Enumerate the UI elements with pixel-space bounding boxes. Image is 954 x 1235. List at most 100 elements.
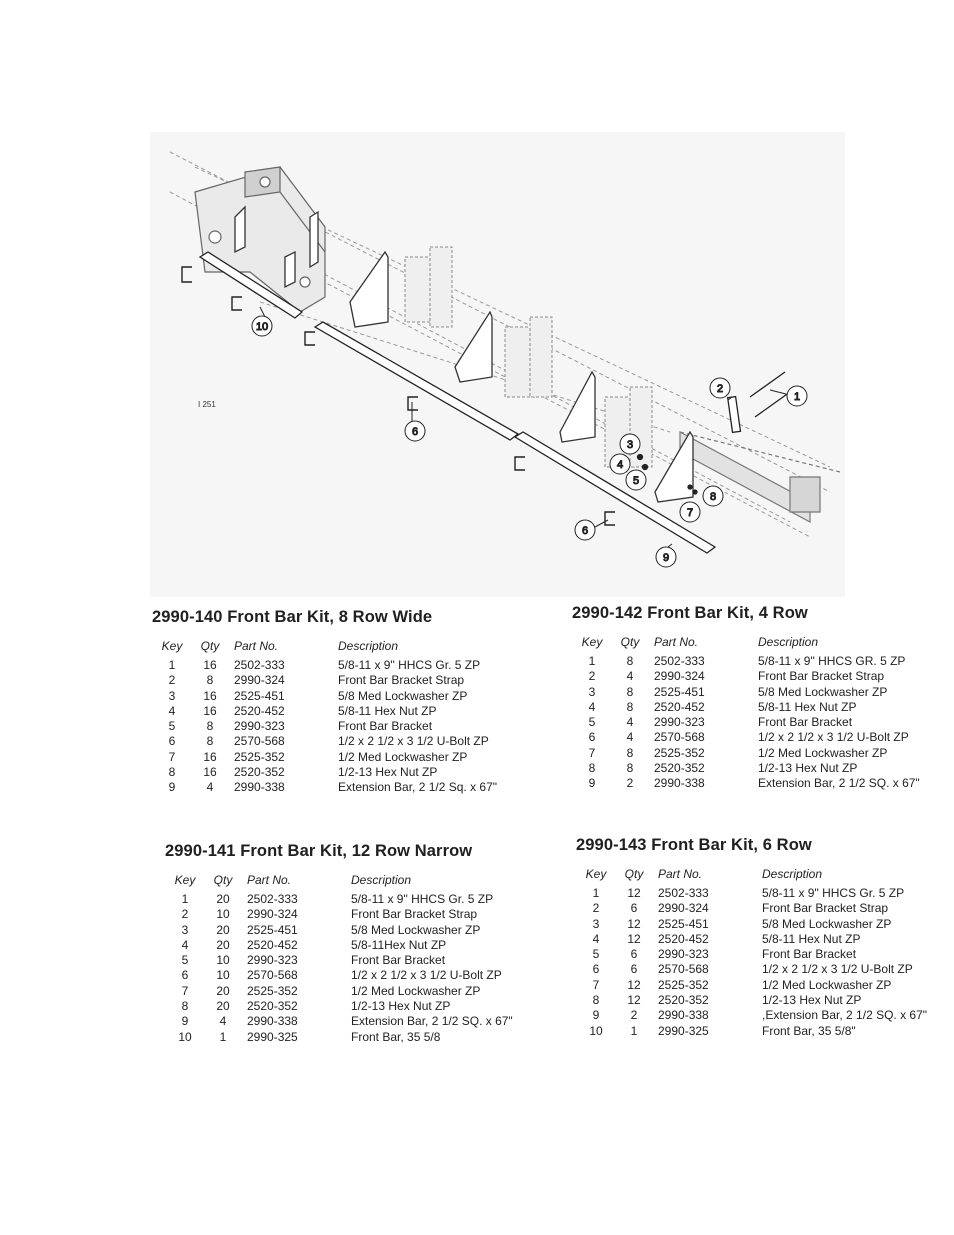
row-qty: 1 [219,1029,227,1044]
header-key: Key [174,873,196,887]
row-part-number: 2502-333 [234,658,285,672]
row-qty: 16 [203,688,217,703]
row-description: Extension Bar, 2 1/2 SQ. x 67" [758,776,920,791]
callout-1: 1 [769,385,808,407]
row-part-number: 2990-323 [234,719,285,734]
row-description: 5/8 Med Lockwasher ZP [351,922,481,937]
row-key: 2 [592,901,600,916]
row-qty: 16 [203,749,217,764]
row-key: 10 [178,1029,192,1044]
row-key: 3 [168,688,176,703]
row-key: 4 [181,937,189,952]
row-part-number: 2525-352 [658,977,709,992]
toolbar-beam [679,430,841,524]
row-description: 1/2 Med Lockwasher ZP [762,977,892,992]
row-description: Extension Bar, 2 1/2 SQ. x 67" [351,1014,513,1029]
row-key: 1 [592,886,600,900]
row-part-number: 2520-452 [234,703,285,718]
row-description: Front Bar Bracket [351,953,446,968]
header-desc: Description [351,873,412,887]
row-key: 6 [181,968,189,983]
row-qty: 6 [630,947,638,962]
row-key: 8 [168,765,176,780]
row-description: Front Bar Bracket Strap [338,673,465,688]
row-qty: 20 [216,937,230,952]
bolts-and-strap [636,371,791,495]
row-part-number: 2990-324 [247,907,298,922]
row-description: 5/8-11 Hex Nut ZP [758,699,857,714]
row-part-number: 2520-352 [658,993,709,1008]
svg-text:2: 2 [717,383,723,395]
svg-text:8: 8 [710,491,716,503]
header-part: Part No. [654,635,699,649]
row-key: 7 [588,745,596,760]
callout-3: 3 [619,433,641,455]
callout-5: 5 [625,469,647,491]
row-key: 4 [588,699,596,714]
callout-7: 7 [679,501,701,523]
row-qty: 16 [203,703,217,718]
callout-6b: 6 [574,519,609,541]
row-key: 4 [592,931,600,946]
header-part: Part No. [247,873,292,887]
row-part-number: 2570-568 [247,968,298,983]
row-key: 4 [168,703,176,718]
figure-id-label: I 251 [198,400,216,409]
row-description: Front Bar Bracket Strap [758,669,885,684]
callout-9: 9 [655,543,677,568]
row-qty: 1 [630,1023,638,1038]
kit-2990-142: 2990-142 Front Bar Kit, 4 Row Key Qty Pa… [572,604,920,792]
row-part-number: 2525-352 [234,749,285,764]
header-key: Key [161,639,183,653]
row-part-number: 2990-338 [654,776,705,791]
svg-text:6: 6 [412,426,418,438]
row-part-number: 2990-325 [247,1029,298,1044]
row-key: 3 [592,916,600,931]
svg-text:6: 6 [582,525,588,537]
kit-2990-143: 2990-143 Front Bar Kit, 6 Row Key Qty Pa… [576,836,927,1039]
header-key: Key [581,635,603,649]
row-qty: 20 [216,892,230,906]
kit-title: 2990-141 Front Bar Kit, 12 Row Narrow [165,842,473,860]
row-qty: 4 [206,780,214,795]
row-description: Front Bar Bracket Strap [762,901,889,916]
row-description: 5/8-11 Hex Nut ZP [762,931,861,946]
row-description: 1/2-13 Hex Nut ZP [758,761,858,776]
row-description: 1/2 Med Lockwasher ZP [338,749,468,764]
row-key: 1 [588,654,596,668]
row-qty: 8 [626,699,634,714]
row-description: 1/2 Med Lockwasher ZP [351,983,481,998]
row-part-number: 2525-451 [247,922,298,937]
row-qty: 2 [630,1008,638,1023]
svg-text:7: 7 [687,507,693,519]
header-qty: Qty [213,873,233,887]
row-description: 5/8-11Hex Nut ZP [351,937,447,952]
row-qty: 12 [627,886,641,900]
row-description: 1/2 x 2 1/2 x 3 1/2 U-Bolt ZP [762,962,913,977]
row-description: 1/2 Med Lockwasher ZP [758,745,888,760]
svg-text:4: 4 [617,459,623,471]
row-qty: 6 [630,901,638,916]
row-key: 3 [588,684,596,699]
row-key: 7 [592,977,600,992]
